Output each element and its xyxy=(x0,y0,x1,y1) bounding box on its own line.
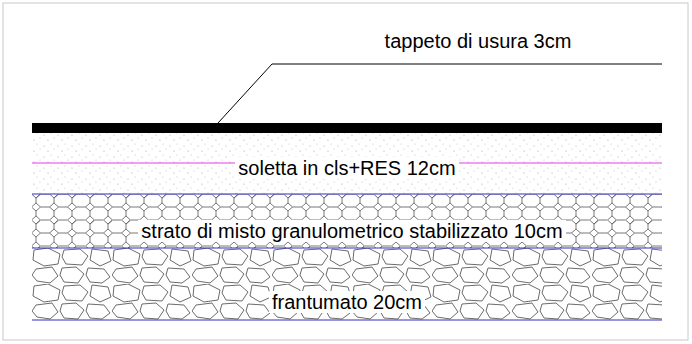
layer-label: strato di misto granulometrico stabilizz… xyxy=(138,220,565,242)
layer-line xyxy=(32,248,662,249)
layer-line xyxy=(32,320,662,321)
slab-band: soletta in cls+RES 12cm xyxy=(32,133,662,194)
frame xyxy=(3,3,688,340)
layer-label: soletta in cls+RES 12cm xyxy=(235,157,458,179)
wearing-course xyxy=(32,123,662,133)
crushed-stone-fill xyxy=(32,248,662,320)
base-band: strato di misto granulometrico stabilizz… xyxy=(32,194,662,248)
leader-line xyxy=(218,64,662,123)
wearing-course-band: tappeto di usura 3cm xyxy=(32,123,662,133)
layer-label: frantumato 20cm xyxy=(269,291,425,313)
subbase-band: frantumato 20cm xyxy=(32,248,662,320)
layer-line xyxy=(32,194,662,195)
layer-label: tappeto di usura 3cm xyxy=(382,30,575,52)
gravel-fill xyxy=(32,194,662,248)
concrete-fill xyxy=(32,133,662,194)
